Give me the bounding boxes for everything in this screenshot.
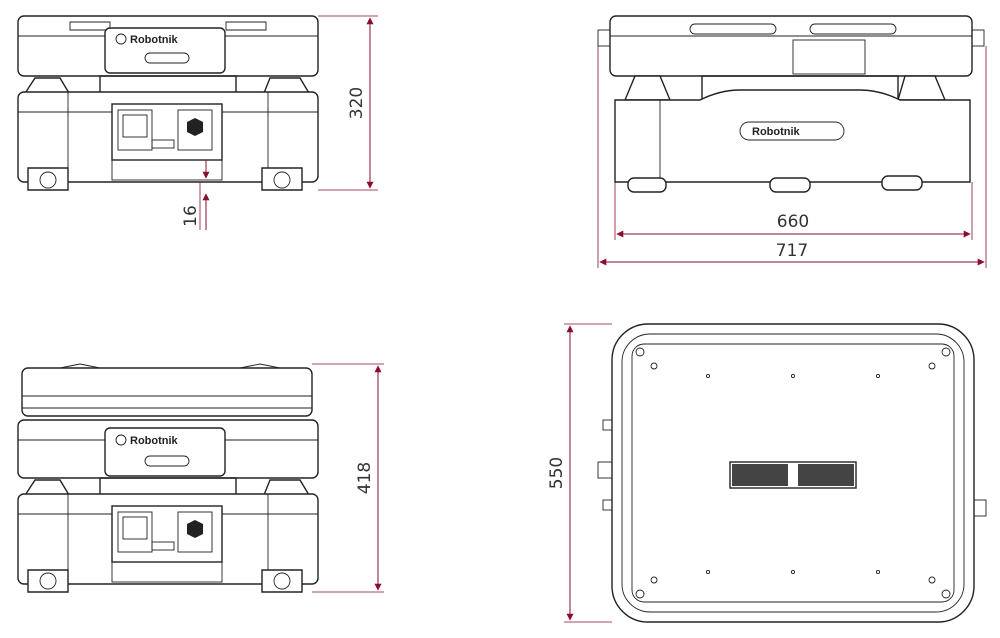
dimension-418: 418 (312, 363, 384, 593)
dimension-16: 16 (181, 160, 210, 230)
top-view (597, 323, 987, 623)
brand-logo-text: Robotnik (130, 34, 179, 46)
dimension-label-320: 320 (347, 87, 367, 119)
brand-logo-text-bottom: Robotnik (130, 435, 179, 447)
brand-logo-text-side: Robotnik (752, 126, 801, 138)
front-view-bottom: Robotnik (17, 363, 319, 593)
dimension-label-16: 16 (181, 205, 201, 227)
dimension-320: 320 (318, 15, 378, 191)
side-view: Robotnik (597, 15, 985, 193)
robotnik-logo: Robotnik (115, 33, 179, 46)
dimension-label-660: 660 (777, 212, 809, 232)
dimension-550: 550 (547, 323, 612, 623)
front-view-top: Robotnik (17, 15, 319, 191)
dimension-label-717: 717 (776, 241, 808, 261)
dimension-660: 660 (614, 182, 973, 240)
dimension-717: 717 (597, 46, 987, 268)
dimension-label-418: 418 (355, 462, 375, 494)
dimension-label-550: 550 (547, 457, 567, 489)
